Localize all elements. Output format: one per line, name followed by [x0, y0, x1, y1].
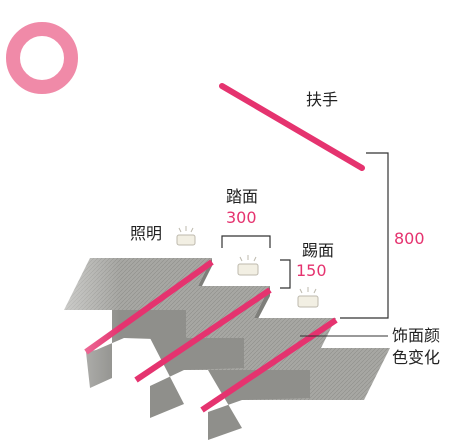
- handrail-height-value: 800: [394, 229, 425, 248]
- light-fixture-2: [237, 255, 259, 276]
- handrail-label: 扶手: [306, 90, 339, 109]
- riser-label: 踢面: [302, 241, 335, 260]
- step-edge-strip-2: [134, 287, 272, 383]
- riser-dimension-bracket: [280, 259, 291, 289]
- finish-change-label-line2: 色变化: [392, 348, 441, 367]
- tread-depth-value: 300: [226, 208, 257, 227]
- finish-change-label-line1: 饰面颜: [392, 326, 441, 345]
- step-edge-strip-3: [200, 317, 338, 413]
- tread-label: 踏面: [226, 187, 259, 206]
- lighting-label: 照明: [130, 224, 163, 243]
- ring-icon: [6, 22, 78, 94]
- light-fixture-3: [297, 287, 319, 308]
- handrail-dimension-bracket: [340, 152, 389, 319]
- handrail-line: [219, 83, 365, 171]
- riser-height-value: 150: [296, 261, 327, 280]
- tread-dimension-bracket: [221, 235, 271, 248]
- light-fixture-1: [176, 226, 196, 246]
